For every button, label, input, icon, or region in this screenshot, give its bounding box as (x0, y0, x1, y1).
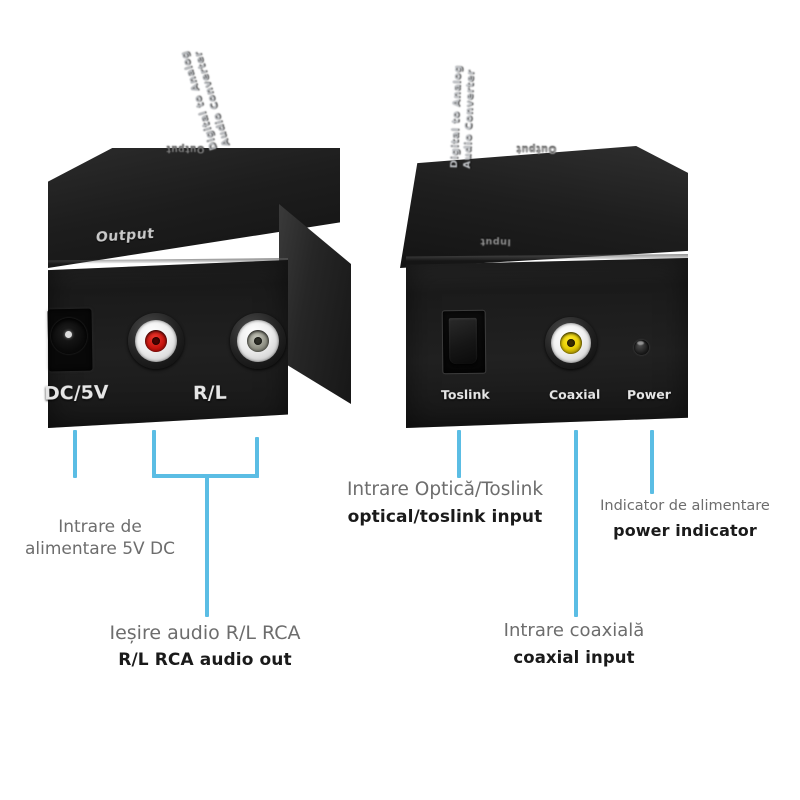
device-left-side-face (279, 204, 351, 404)
leader-line-power-indicator (650, 430, 654, 494)
right-brand-silkscreen-label: Digital to Analog Audio Converter (448, 64, 477, 169)
toslink-optical-port-shutter (448, 317, 478, 365)
dc-port-caption: DC/5V (43, 381, 109, 405)
rca-port-caption: R/L (192, 381, 227, 405)
power-port-caption: Power (626, 386, 672, 403)
leader-line-toslink (457, 430, 461, 478)
callout-coaxial-input-ro: Intrare coaxială (503, 620, 645, 641)
dc-power-jack-pin (65, 331, 72, 338)
callout-power-indicator-ro: Indicator de alimentare (600, 498, 770, 514)
power-led-indicator (634, 340, 649, 355)
rca-center-pin (566, 338, 576, 348)
leader-line-rca-stem-right (255, 437, 259, 478)
callout-coaxial-input: Intrare coaxială coaxial input (464, 620, 684, 667)
left-brand-silkscreen-label: Digital to Analog Audio Converter (178, 49, 232, 152)
callout-rca-audio-out: Ieșire audio R/L RCA R/L RCA audio out (35, 622, 375, 670)
leader-line-coaxial (574, 430, 578, 617)
toslink-port-caption: Toslink (440, 386, 490, 403)
callout-power-input: Intrare de alimentare 5V DC (0, 516, 200, 560)
device-right-top-face (400, 146, 688, 268)
right-input-silkscreen-label: Input (479, 235, 511, 248)
left-top-back-silkscreen-label: Output (166, 144, 205, 154)
leader-line-rca-drop (205, 474, 209, 617)
callout-rca-audio-out-ro: Ieșire audio R/L RCA (109, 622, 301, 644)
coaxial-rca-jack (544, 316, 598, 370)
callout-rca-audio-out-en: R/L RCA audio out (118, 650, 292, 670)
callout-power-indicator-en: power indicator (613, 521, 757, 540)
callout-coaxial-input-en: coaxial input (513, 648, 635, 667)
leader-line-rca-stem-left (152, 430, 156, 478)
callout-optical-toslink-input: Intrare Optică/Toslink optical/toslink i… (320, 479, 570, 527)
right-top-back-silkscreen-label: Output (516, 144, 557, 155)
device-right-edge-seam (406, 254, 688, 261)
callout-optical-toslink-input-en: optical/toslink input (347, 507, 543, 527)
callout-optical-toslink-input-ro: Intrare Optică/Toslink (346, 479, 544, 500)
leader-line-power-input (73, 430, 77, 478)
device-input-side (400, 146, 700, 428)
callout-power-input-ro: Intrare de alimentare 5V DC (24, 517, 176, 559)
callout-power-indicator: Indicator de alimentare power indicator (570, 497, 800, 540)
device-left-edge-seam (48, 258, 288, 264)
coaxial-port-caption: Coaxial (548, 386, 601, 403)
